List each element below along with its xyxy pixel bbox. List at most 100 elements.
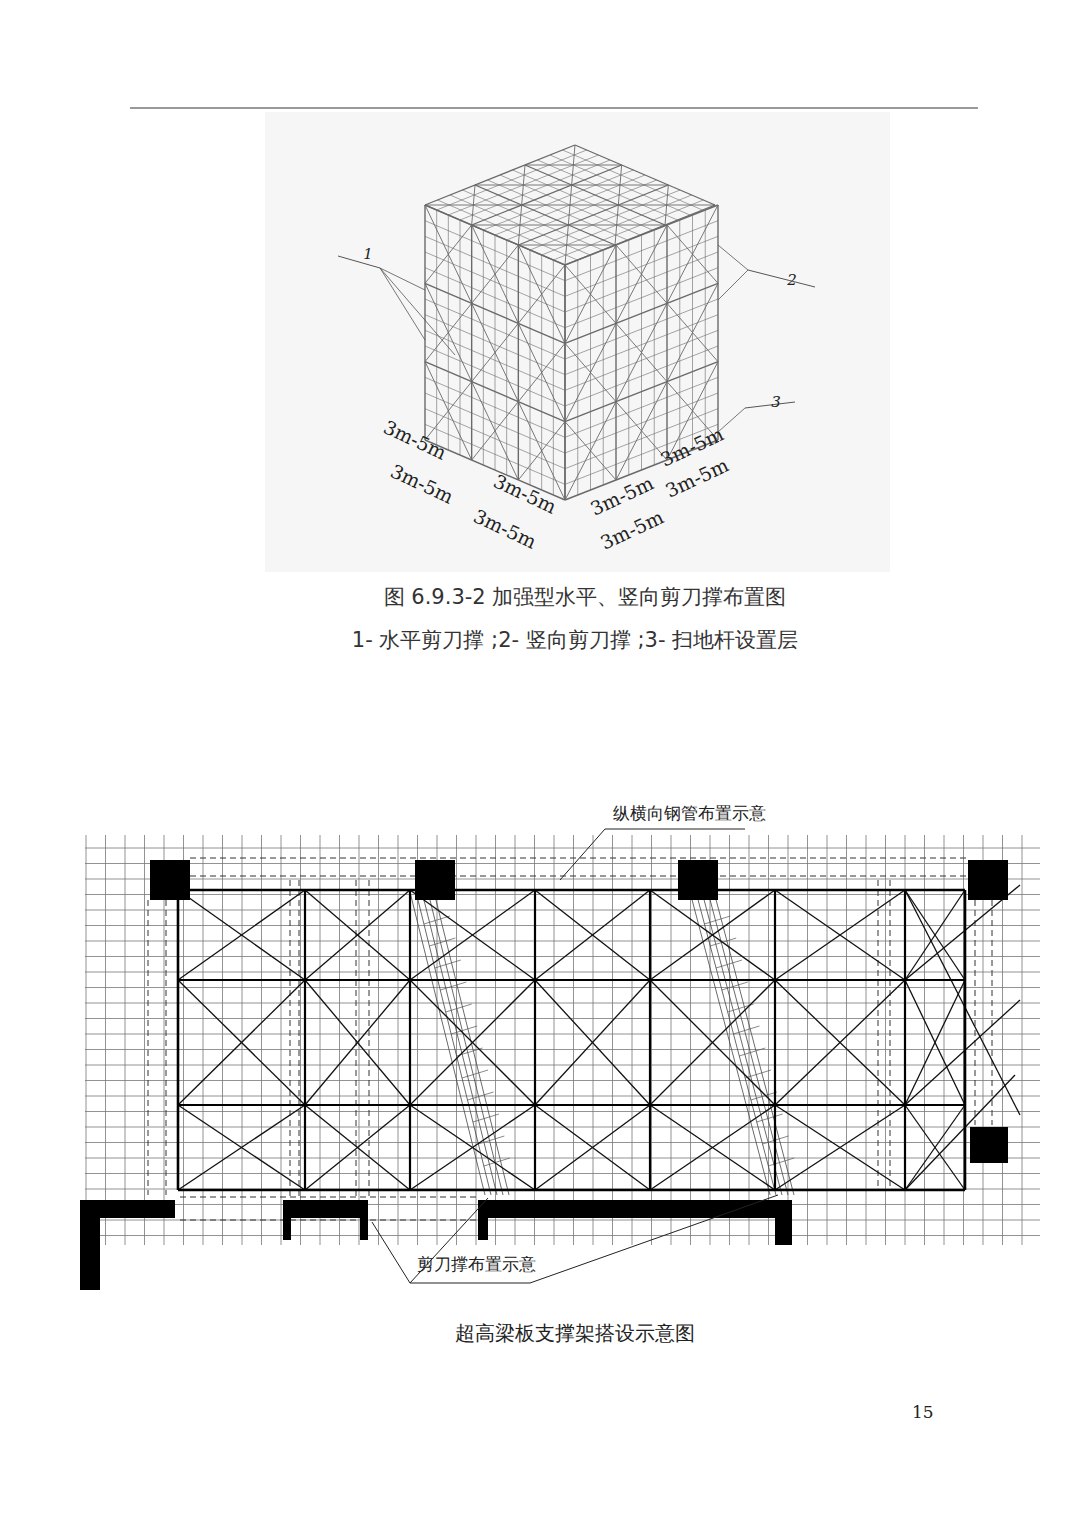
hatch-mark	[745, 1070, 771, 1078]
callout-label: 剪刀撑布置示意	[417, 1254, 536, 1274]
support-frame	[178, 979, 965, 981]
scissor-brace	[305, 1105, 410, 1190]
grid-line	[85, 910, 1040, 911]
grid-line	[125, 835, 126, 1245]
scissor-brace	[905, 890, 965, 980]
support-frame	[178, 1189, 965, 1192]
scaffold-pole	[460, 220, 461, 455]
grid-line	[85, 1065, 1040, 1066]
leader-underline	[410, 1283, 530, 1284]
grid-line	[339, 835, 340, 1245]
scaffold-ledger	[565, 205, 718, 265]
grid-line	[866, 835, 867, 1245]
column	[678, 860, 718, 900]
scaffold-ledger	[565, 330, 718, 390]
grid-line	[85, 1220, 1040, 1221]
vertical-scissor-brace	[425, 225, 472, 283]
scissor-brace	[410, 1105, 535, 1190]
hatch-mark	[733, 1026, 759, 1034]
scissor-brace	[905, 1105, 965, 1190]
scaffold-ledger	[425, 377, 565, 437]
grid-line	[593, 835, 594, 1245]
grid-line	[85, 972, 1040, 973]
horizontal-scissor-brace	[572, 145, 575, 185]
scaffold-ledger	[565, 283, 718, 343]
scaffold-pole	[705, 210, 706, 445]
scissor-brace	[650, 890, 775, 980]
grid-line	[85, 848, 1040, 849]
hatch-mark	[704, 916, 730, 924]
scissor-brace-band	[422, 892, 497, 1195]
vertical-scissor-brace	[472, 245, 519, 303]
grid-line	[300, 835, 301, 1245]
support-frame	[409, 890, 411, 1190]
vertical-scissor-brace	[472, 382, 519, 480]
beam-outline	[369, 880, 370, 1200]
grid-line	[85, 1003, 1040, 1004]
scissor-brace	[775, 890, 905, 980]
wall	[775, 1218, 792, 1245]
leader-underline	[605, 829, 745, 830]
scaffold-pole	[603, 250, 604, 485]
scissor-brace	[905, 890, 965, 980]
grid-line	[651, 835, 652, 1245]
scissor-brace-band	[428, 892, 503, 1195]
horizontal-scissor-brace	[568, 185, 571, 225]
vertical-scissor-brace	[667, 205, 718, 303]
scaffold-pole	[436, 210, 437, 445]
wall	[478, 1218, 488, 1240]
grid-line	[573, 835, 574, 1245]
scissor-brace	[178, 980, 305, 1105]
hatch-mark	[768, 1158, 794, 1166]
grid-line	[203, 835, 204, 1245]
horizontal-scissor-brace	[522, 165, 525, 205]
hatch-mark	[716, 960, 742, 968]
scaffold-pole	[518, 245, 519, 480]
vertical-scissor-brace	[667, 283, 718, 381]
hatch-mark	[424, 916, 450, 924]
support-frame	[178, 889, 965, 892]
beam-outline	[992, 900, 993, 1125]
horizontal-scissor-brace	[472, 185, 475, 225]
grid-line	[85, 956, 1040, 957]
scaffold-ledger	[425, 283, 565, 343]
callout-label: 纵横向钢管布置示意	[613, 803, 766, 823]
scaffold-ledger	[425, 221, 565, 281]
grid-line	[85, 879, 1040, 880]
beam-outline	[166, 900, 167, 1195]
scissor-brace	[905, 890, 1020, 1115]
scissor-brace	[305, 980, 410, 1105]
grid-line	[612, 835, 613, 1245]
scaffold-pole	[530, 250, 531, 485]
scaffold-pole	[679, 220, 680, 455]
scissor-brace	[305, 890, 410, 980]
scaffold-pole	[615, 245, 616, 480]
top-grid	[530, 190, 680, 250]
scaffold-pole	[553, 260, 554, 495]
scaffold-ledger	[425, 424, 565, 484]
vertical-scissor-brace	[472, 323, 519, 381]
scissor-brace	[535, 980, 650, 1105]
figure-caption: 图 6.9.3-2 加强型水平、竖向剪刀撑布置图	[384, 585, 787, 610]
hatch-mark	[478, 1136, 504, 1144]
scaffold-ledger	[565, 377, 718, 437]
leader-line	[380, 268, 455, 355]
beam-outline	[975, 900, 976, 1125]
vertical-scissor-brace	[425, 303, 472, 361]
beam-outline	[890, 880, 891, 1190]
beam-outline	[148, 900, 149, 1195]
leader-line	[718, 270, 748, 300]
grid-line	[671, 835, 672, 1245]
vertical-scissor-brace	[565, 245, 616, 343]
vertical-scissor-brace	[518, 422, 565, 480]
scissor-brace	[305, 890, 410, 980]
leader-line	[748, 270, 815, 287]
hatch-mark	[473, 1114, 499, 1122]
header-rule	[130, 108, 978, 109]
scaffold-ledger	[425, 409, 565, 469]
vertical-scissor-brace	[616, 225, 667, 323]
grid-line	[85, 1235, 1040, 1236]
scaffold-pole	[628, 240, 629, 475]
